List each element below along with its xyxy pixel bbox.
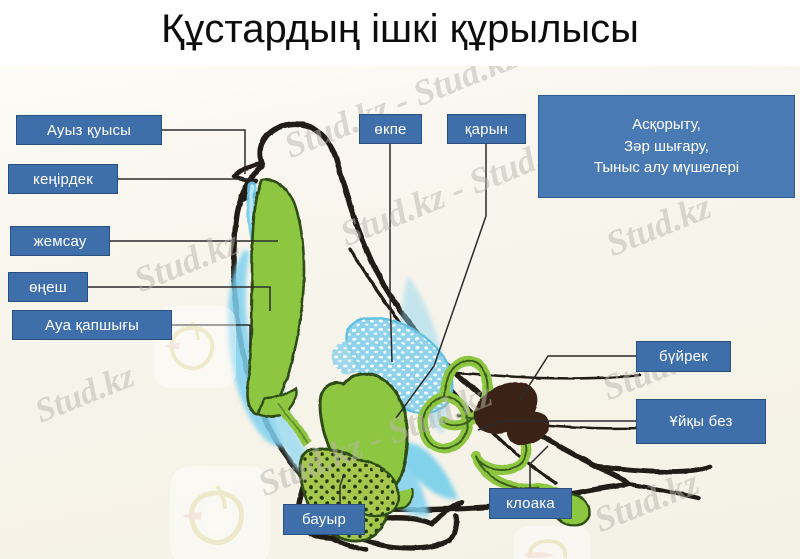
label-auyz-quysy[interactable]: Ауыз қуысы (16, 115, 162, 145)
diagram-plate: Stud.kz - Stud.kz Stud.kz - Stud.kz Stud… (0, 66, 800, 559)
label-jemsau[interactable]: жемсау (10, 226, 110, 256)
bird-internal-anatomy-drawing (88, 121, 713, 553)
label-bauyr[interactable]: бауыр (283, 504, 365, 535)
panel-line-1: Асқорыту, (632, 115, 701, 133)
label-qaryn[interactable]: қарын (447, 114, 526, 144)
panel-line-3: Тыныс алу мүшелері (593, 159, 740, 177)
panel-line-2: Зәр шығару, (624, 137, 709, 155)
label-okpe[interactable]: өкпе (359, 114, 422, 144)
label-kloaka[interactable]: клоака (489, 488, 572, 519)
label-aua-qapshygy[interactable]: Ауа қапшығы (12, 310, 172, 340)
organ-systems-panel: Асқорыту, Зәр шығару, Тыныс алу мүшелері (538, 95, 795, 198)
page-title: Құстардың ішкі құрылысы (161, 7, 639, 51)
label-oqnesh[interactable]: өңеш (8, 272, 88, 302)
label-uiqy-bez[interactable]: Ұйқы без (636, 399, 766, 444)
label-buirek[interactable]: бүйрек (636, 341, 731, 372)
label-kenirdek[interactable]: кеңірдек (8, 164, 118, 194)
